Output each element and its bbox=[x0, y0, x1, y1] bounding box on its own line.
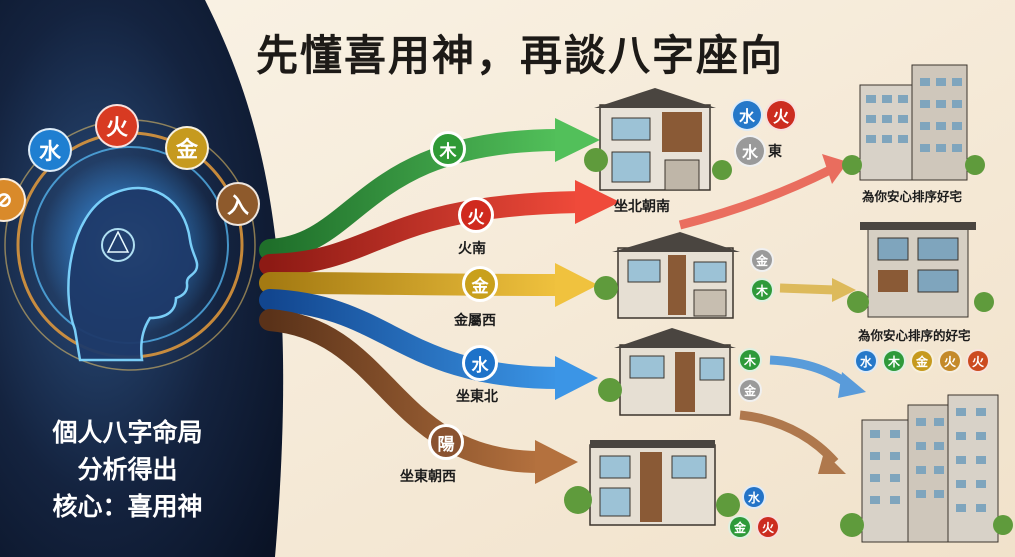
house-1-badge-fire: 火 bbox=[765, 99, 797, 131]
stream-badge-wood: 木 bbox=[430, 131, 466, 167]
stream-badge-fire: 火 bbox=[458, 197, 494, 233]
core-line-3: 核心：喜用神 bbox=[52, 492, 203, 521]
tower-2-label: 為你安心排序的好宅 bbox=[858, 328, 971, 343]
core-text: 個人八字命局 分析得出 核心：喜用神 bbox=[20, 414, 235, 525]
tower-2-badge-metal: 金 bbox=[910, 349, 934, 373]
tower-2-icon bbox=[847, 222, 994, 318]
stream-label-yang: 坐東朝西 bbox=[400, 469, 456, 485]
tower-1-icon bbox=[842, 64, 985, 181]
house-2-badge-wood: 木 bbox=[750, 278, 774, 302]
stream-badge-water: 水 bbox=[462, 345, 498, 381]
stream-badge-metal: 金 bbox=[462, 266, 498, 302]
house-1-label: 坐北朝南 bbox=[614, 199, 670, 215]
stream-gold bbox=[259, 272, 571, 296]
stream-red bbox=[259, 191, 591, 276]
ring-badge-water: 水 bbox=[28, 128, 72, 172]
tower-arrows bbox=[678, 154, 866, 474]
ring-badge-fire: 火 bbox=[95, 104, 139, 148]
tower-2-badge-fire-b: 火 bbox=[966, 349, 990, 373]
house-1-tag: 東 bbox=[768, 144, 782, 160]
tower-3-icon bbox=[840, 394, 1013, 543]
head-silhouette-icon bbox=[67, 186, 199, 362]
house-2-icon bbox=[594, 232, 740, 319]
tower-1-label: 為你安心排序好宅 bbox=[862, 189, 963, 204]
house-1-badge-water-grey: 水 bbox=[734, 135, 766, 167]
house-3-badge-wood: 木 bbox=[738, 348, 762, 372]
house-1-badge-water: 水 bbox=[731, 99, 763, 131]
house-4-badge-metal: 金 bbox=[728, 515, 752, 539]
stream-label-fire: 火南 bbox=[458, 241, 486, 257]
tower-2-badge-water: 水 bbox=[854, 349, 878, 373]
page-title: 先懂喜用神，再談八字座向 bbox=[255, 31, 784, 80]
house-4-badge-fire: 火 bbox=[756, 515, 780, 539]
core-line-1: 個人八字命局 bbox=[52, 418, 203, 447]
house-1-icon bbox=[584, 88, 732, 191]
stream-brown bbox=[259, 309, 551, 473]
stream-label-metal: 金屬西 bbox=[454, 313, 496, 329]
tower-2-badge-fire-a: 火 bbox=[938, 349, 962, 373]
stream-blue bbox=[259, 289, 571, 389]
ring-badge-enter: 入 bbox=[216, 182, 260, 226]
stream-label-water: 坐東北 bbox=[456, 389, 498, 405]
tower-2-badge-wood: 木 bbox=[882, 349, 906, 373]
core-line-2: 分析得出 bbox=[77, 455, 178, 484]
house-4-icon bbox=[564, 440, 740, 526]
ring-badge-metal: 金 bbox=[165, 126, 209, 170]
house-3-icon bbox=[598, 328, 736, 416]
house-2-badge-metal: 金 bbox=[750, 248, 774, 272]
house-3-badge-metal: 金 bbox=[738, 378, 762, 402]
house-4-badge-water: 水 bbox=[742, 485, 766, 509]
element-streams bbox=[259, 118, 620, 484]
stream-green bbox=[259, 129, 571, 261]
stream-badge-yang: 陽 bbox=[428, 424, 464, 460]
